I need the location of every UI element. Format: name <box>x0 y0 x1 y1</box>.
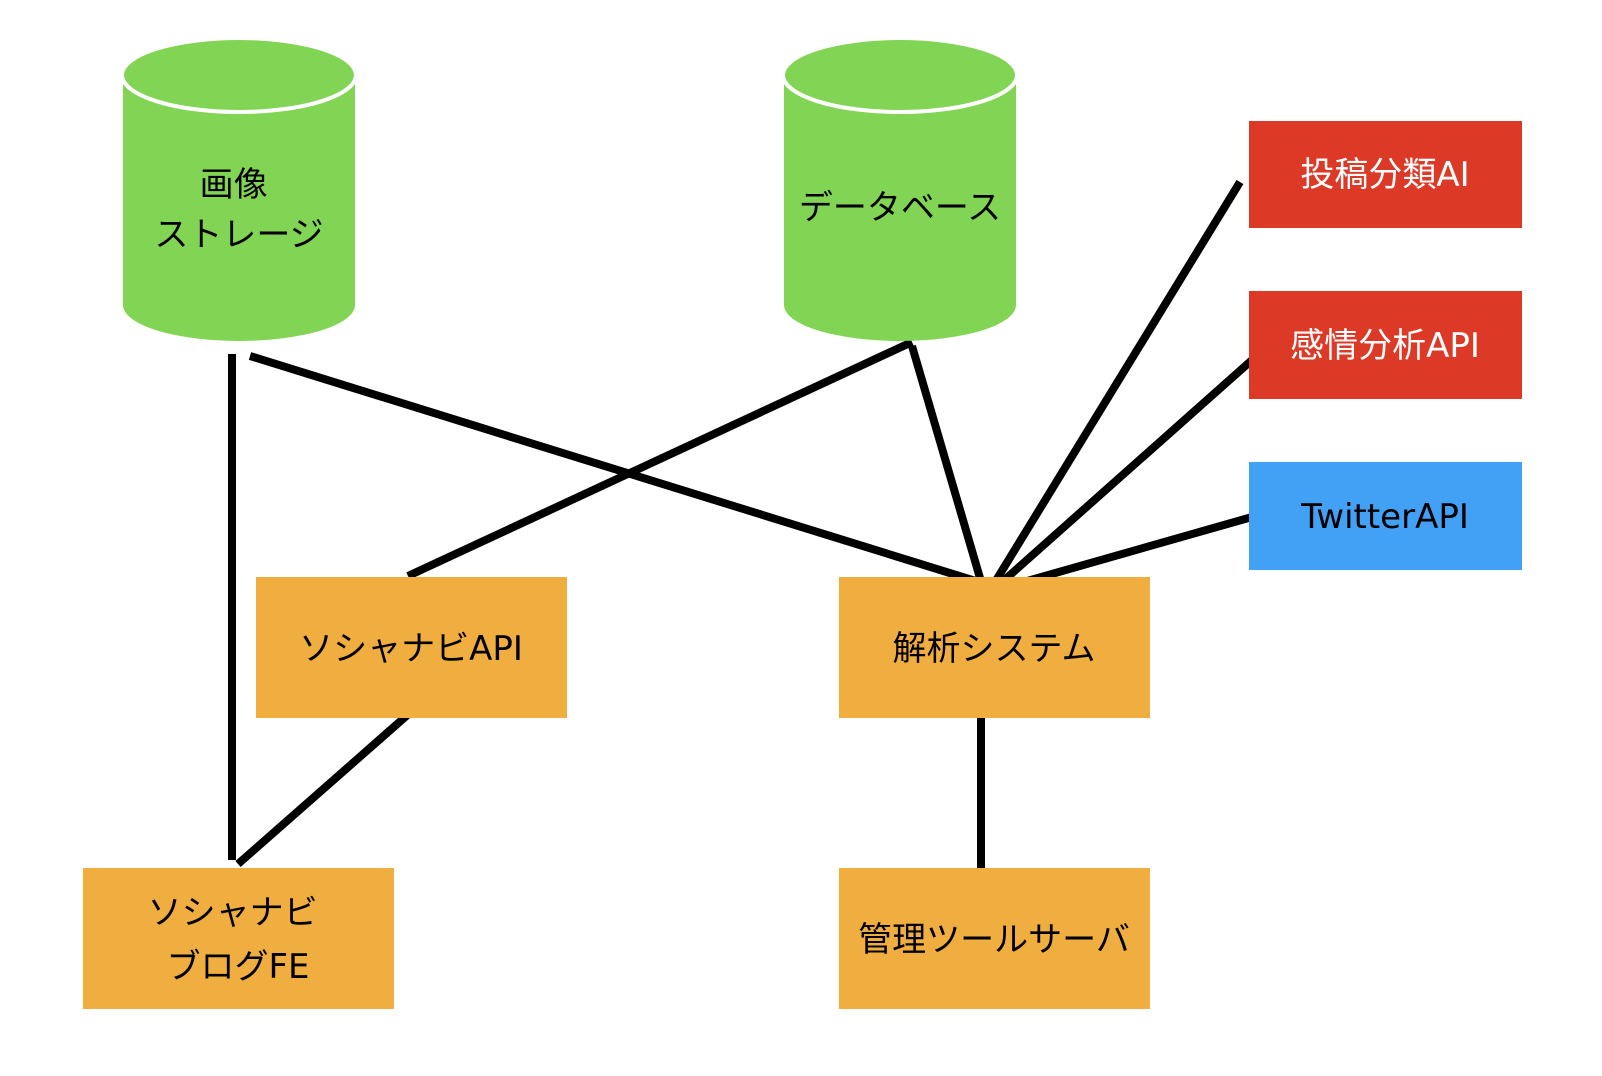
cylinder-top <box>120 36 358 114</box>
svg-text:ソシャナビAPI: ソシャナビAPI <box>299 629 523 669</box>
connector-image-storage-to-analysis-system <box>248 352 984 587</box>
image-storage-label-line2: ストレージ <box>154 215 323 255</box>
node-box <box>1249 121 1522 228</box>
sosha-api-label: ソシャナビAPI <box>299 629 523 669</box>
connector-database-to-analysis-system <box>908 344 984 580</box>
sosha-api-box: ソシャナビAPI <box>256 577 567 718</box>
database-label: データベース <box>799 188 1001 228</box>
connections <box>228 179 1255 868</box>
svg-text:データベース: データベース <box>799 188 1001 228</box>
node-box <box>839 577 1150 718</box>
node-box <box>1249 462 1522 570</box>
svg-text:管理ツールサーバ: 管理ツールサーバ <box>858 920 1130 960</box>
image-storage-label-line1: 画像 <box>200 165 268 205</box>
blog-fe-label-line1: ソシャナビ <box>148 893 318 933</box>
admin-server-label: 管理ツールサーバ <box>858 920 1130 960</box>
sentiment-api-box: 感情分析API <box>1249 291 1522 399</box>
cylinder-body <box>784 75 1016 341</box>
node-box <box>83 868 394 1009</box>
connector-sentiment-api-to-analysis-system <box>989 357 1255 594</box>
svg-text:ソシャナビ ブログFE: ソシャナビ ブログFE <box>148 893 329 987</box>
svg-text:感情分析API: 感情分析API <box>1290 326 1480 366</box>
image-storage-cylinder: 画像 ストレージ <box>120 36 358 341</box>
twitter-api-label: TwitterAPI <box>1300 497 1469 537</box>
connector-post-classification-ai-to-analysis-system <box>988 179 1244 590</box>
node-box <box>1249 291 1522 399</box>
twitter-api-box: TwitterAPI <box>1249 462 1522 570</box>
node-box <box>256 577 567 718</box>
analysis-system-label: 解析システム <box>893 629 1096 669</box>
svg-text:解析システム: 解析システム <box>893 629 1096 669</box>
cylinder-top <box>781 36 1019 114</box>
cylinder-body <box>123 75 355 341</box>
connector-sosha-api-to-blog-fe <box>235 707 415 868</box>
admin-server-box: 管理ツールサーバ <box>839 868 1150 1009</box>
node-box <box>839 868 1150 1009</box>
connector-database-to-sosha-api <box>406 338 914 580</box>
svg-text:画像 ストレージ: 画像 ストレージ <box>154 165 323 255</box>
analysis-system-box: 解析システム <box>839 577 1150 718</box>
blog-fe-box: ソシャナビ ブログFE <box>83 868 394 1009</box>
post-classification-ai-label: 投稿分類AI <box>1300 155 1469 195</box>
database-cylinder: データベース <box>781 36 1019 341</box>
blog-fe-label-line2: ブログFE <box>166 947 309 987</box>
sentiment-api-label: 感情分析API <box>1290 326 1480 366</box>
svg-text:TwitterAPI: TwitterAPI <box>1300 497 1469 537</box>
svg-text:投稿分類AI: 投稿分類AI <box>1300 155 1469 195</box>
post-classification-ai-box: 投稿分類AI <box>1249 121 1522 228</box>
